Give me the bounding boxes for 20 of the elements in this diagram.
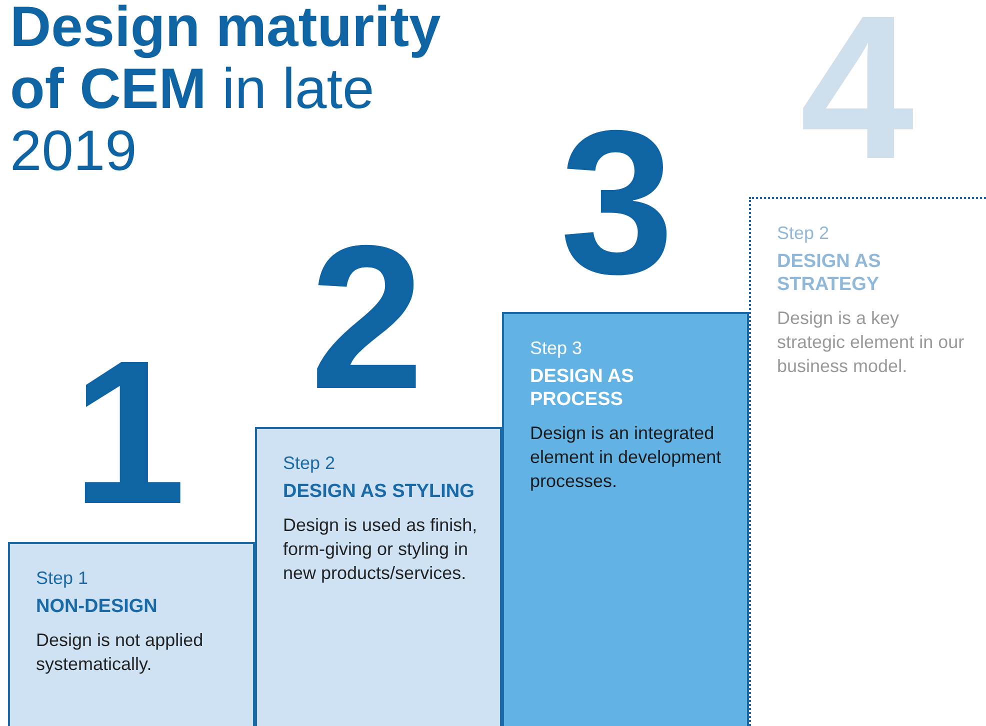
title: Design maturity of CEM in late 2019 <box>10 0 442 182</box>
step-description: Design is used as finish, form-giving or styling in new products/services. <box>283 514 478 585</box>
step-number: 1 <box>72 330 186 535</box>
stair-step-box <box>749 197 986 726</box>
step-description: Design is an integrated element in development processes. <box>530 422 722 493</box>
step-label: Step 3 <box>530 338 584 359</box>
step-label: Step 2 <box>283 453 336 474</box>
stair-step-box <box>502 312 749 726</box>
step-description: Design is not applied systematically. <box>36 629 204 676</box>
step-number: 3 <box>560 100 674 305</box>
step-heading: DESIGN AS STRATEGY <box>777 250 882 296</box>
stair-step-box <box>255 427 502 726</box>
step-heading: DESIGN AS STYLING <box>283 480 476 503</box>
stair-step-box <box>8 542 255 726</box>
step-label: Step 1 <box>36 568 90 589</box>
step-heading: DESIGN AS PROCESS <box>530 365 635 411</box>
step-heading: NON-DESIGN <box>36 595 158 618</box>
step-description: Design is a key strategic element in our business model. <box>777 307 966 378</box>
step-number: 2 <box>310 215 424 420</box>
step-label: Step 2 <box>777 223 830 244</box>
